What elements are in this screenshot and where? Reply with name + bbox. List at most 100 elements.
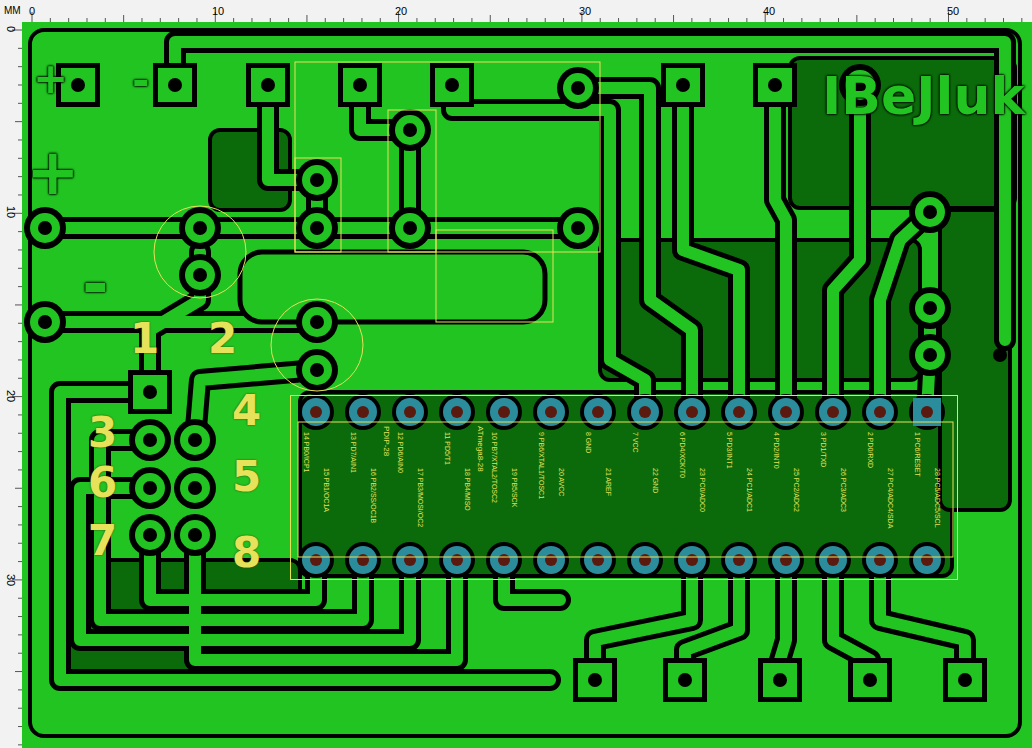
- chip-pad: [772, 546, 800, 574]
- copper-trace: [195, 370, 317, 440]
- ruler-tick: [18, 139, 22, 140]
- drill-hole: [498, 554, 510, 566]
- chip-pad: [302, 546, 330, 574]
- ruler-tick: [563, 18, 564, 22]
- drill-hole: [188, 481, 202, 495]
- ruler-tick: [15, 304, 22, 305]
- ruler-tick: [15, 121, 22, 122]
- drill-hole: [403, 123, 417, 137]
- drill-hole: [639, 406, 651, 418]
- square-pad: [666, 68, 700, 102]
- pad-isolation: [627, 394, 663, 430]
- ruler-tick: [18, 708, 22, 709]
- pad-isolation: [768, 542, 804, 578]
- ruler-tick: [453, 18, 454, 22]
- round-pad: [185, 260, 215, 290]
- ruler-number: 20: [5, 390, 16, 402]
- pin-label: 24 PC1/ADC1: [746, 468, 753, 512]
- ruler-tick: [728, 18, 729, 22]
- pad-isolation: [909, 287, 951, 329]
- pin-label: 16 PB2/SS/OC1B: [370, 468, 377, 523]
- drill-hole: [451, 554, 463, 566]
- ruler-tick: [380, 18, 381, 22]
- drill-hole: [38, 221, 52, 235]
- ruler-unit: MM: [4, 6, 21, 16]
- drill-hole: [592, 554, 604, 566]
- pin-label: 28 PC5/ADC5/SCL: [934, 468, 941, 528]
- ruler-tick: [490, 15, 491, 22]
- pad-isolation: [129, 419, 171, 461]
- round-pad: [915, 197, 945, 227]
- drill-hole: [188, 528, 202, 542]
- chip-pad: [631, 546, 659, 574]
- round-pad: [180, 425, 210, 455]
- drill-hole: [827, 554, 839, 566]
- square-pad: [758, 68, 792, 102]
- pad-isolation: [439, 542, 475, 578]
- pad-isolation: [174, 467, 216, 509]
- pin-label: 20 AVCC: [558, 468, 565, 496]
- round-pad: [302, 307, 332, 337]
- pad-isolation: [179, 207, 221, 249]
- pad-isolation: [663, 658, 707, 702]
- ruler-tick: [783, 18, 784, 22]
- pad-isolation: [848, 658, 892, 702]
- pad-isolation: [246, 63, 290, 107]
- pin-label: 25 PC2/ADC2: [793, 468, 800, 512]
- ruler-tick: [160, 18, 161, 22]
- pad-isolation: [758, 658, 802, 702]
- drill-hole: [958, 673, 972, 687]
- polarity-mark: +: [26, 140, 80, 204]
- pad-isolation: [909, 191, 951, 233]
- drill-hole: [403, 221, 417, 235]
- drill-hole: [733, 554, 745, 566]
- silkscreen-outline: [295, 158, 341, 252]
- ruler-tick: [18, 341, 22, 342]
- square-pad: [853, 663, 887, 697]
- ruler-tick: [985, 18, 986, 22]
- ruler-tick: [50, 18, 51, 22]
- ruler-number: 0: [29, 6, 35, 17]
- ruler-tick: [18, 524, 22, 525]
- ruler-tick: [930, 18, 931, 22]
- pad-isolation: [909, 334, 951, 376]
- pad-isolation: [174, 419, 216, 461]
- ruler-number: 50: [947, 6, 959, 17]
- pad-isolation: [392, 394, 428, 430]
- pad-isolation: [580, 394, 616, 430]
- round-pad: [180, 473, 210, 503]
- ruler-tick: [820, 18, 821, 22]
- ruler-tick: [18, 414, 22, 415]
- ruler-tick: [618, 18, 619, 22]
- silkscreen-number: 5: [232, 456, 261, 498]
- ruler-tick: [343, 18, 344, 22]
- copper-trace: [578, 88, 692, 412]
- ruler-tick: [105, 18, 106, 22]
- ruler-bg: [0, 0, 22, 748]
- drill-hole: [863, 673, 877, 687]
- pin-label: 13 PD7/AIN1: [350, 432, 357, 473]
- pad-isolation: [24, 207, 66, 249]
- chip-outline: ATmega8-28PDIP-28: [290, 395, 958, 580]
- pad-isolation: [753, 63, 797, 107]
- pad-isolation: [674, 542, 710, 578]
- drill-hole: [678, 673, 692, 687]
- drill-hole: [310, 315, 324, 329]
- copper-trace: [45, 222, 578, 234]
- ruler-tick: [18, 689, 22, 690]
- round-pad: [302, 213, 332, 243]
- copper-logo: IBeJluk: [822, 70, 1025, 122]
- pad-isolation: [128, 370, 172, 414]
- ruler-tick: [18, 469, 22, 470]
- pin-label: 8 GND: [585, 432, 592, 453]
- drill-hole: [38, 315, 52, 329]
- pin-label: 5 PD3/INT1: [726, 432, 733, 469]
- ruler-number: 10: [212, 6, 224, 17]
- pad-isolation: [862, 542, 898, 578]
- pad-isolation: [129, 514, 171, 556]
- pin-label: 26 PC3/ADC3: [840, 468, 847, 512]
- ruler-tick: [233, 18, 234, 22]
- round-pad: [185, 213, 215, 243]
- pad-isolation: [557, 207, 599, 249]
- drill-hole: [733, 406, 745, 418]
